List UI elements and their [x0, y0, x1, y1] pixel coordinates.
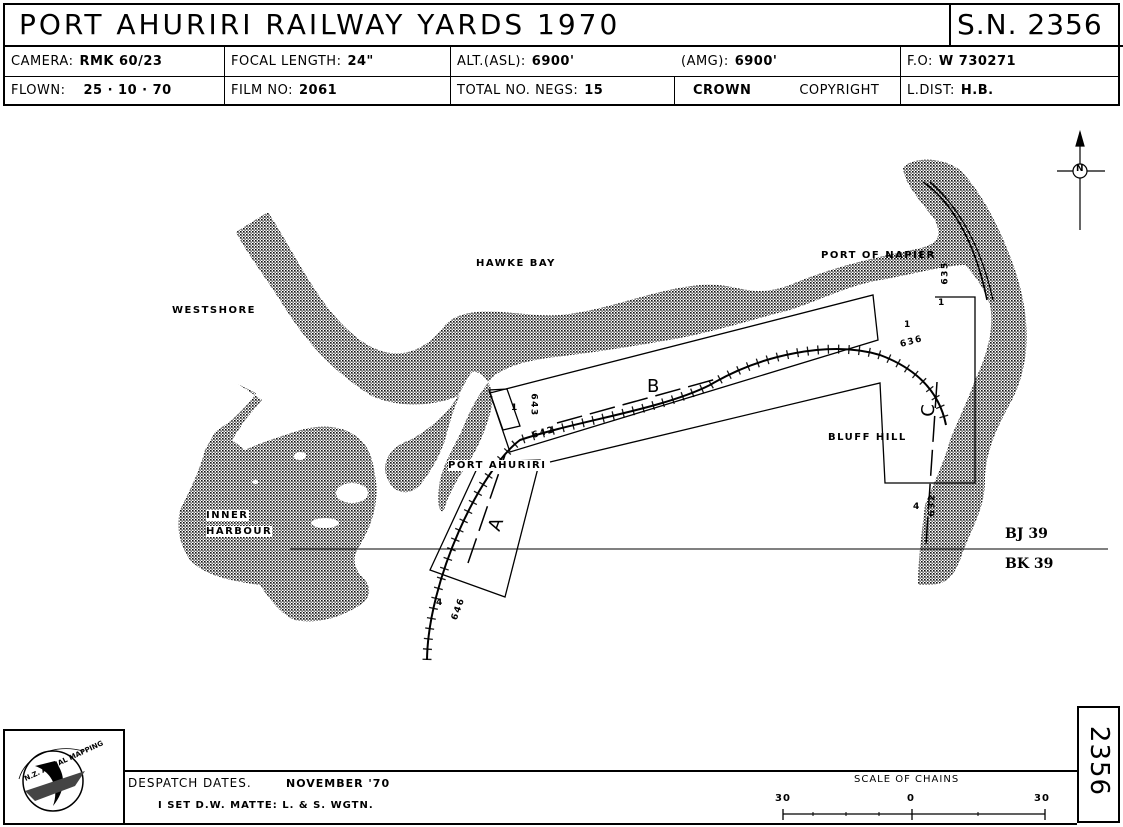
camera-value: RMK 60/23 — [79, 54, 163, 69]
port-of-napier-label: PORT OF NAPIER — [821, 250, 936, 261]
ldist-value: H.B. — [960, 83, 994, 98]
breakwater — [922, 181, 988, 301]
strip-label-c: C — [917, 404, 939, 417]
copyright-label: COPYRIGHT — [799, 83, 880, 98]
alt-amg-cell: (AMG): 6900' — [675, 47, 901, 77]
set-line: I SET D.W. MATTE: L. & S. WGTN. — [158, 800, 374, 811]
header-box: PORT AHURIRI RAILWAY YARDS 1970 S.N. 235… — [3, 3, 1123, 106]
north-letter: N — [1076, 164, 1084, 174]
coastline-band — [236, 159, 1027, 585]
westshore-label: WESTSHORE — [172, 305, 256, 316]
fo-label: F.O: — [907, 54, 933, 69]
railway-line — [422, 344, 951, 661]
crown-label: CROWN — [693, 83, 752, 98]
footer-rule — [124, 770, 1077, 772]
bluff-hill-label: BLUFF HILL — [828, 432, 907, 443]
focal-label: FOCAL LENGTH: — [231, 54, 342, 69]
map-title: PORT AHURIRI RAILWAY YARDS 1970 — [5, 5, 951, 47]
scale-right-label: 30 — [1034, 793, 1050, 804]
photo-number-635: 635 — [940, 261, 951, 285]
island-3 — [294, 452, 306, 460]
alt-asl-label: ALT.(ASL): — [457, 54, 526, 69]
inner-harbour-label-1: INNER — [206, 510, 249, 521]
copyright-cell: CROWN COPYRIGHT — [675, 77, 901, 104]
negs-cell: TOTAL NO. NEGS: 15 — [451, 77, 675, 104]
footer-bottom-rule — [124, 823, 1077, 825]
flown-label: FLOWN: — [11, 83, 66, 98]
scale-bar — [782, 809, 1046, 820]
despatch-label: DESPATCH DATES. — [128, 776, 252, 790]
scale-left-label: 30 — [775, 793, 791, 804]
side-number: 2356 — [1084, 725, 1114, 797]
camera-label: CAMERA: — [11, 54, 74, 69]
alt-asl-cell: ALT.(ASL): 6900' — [451, 47, 675, 77]
focal-value: 24" — [347, 54, 374, 69]
photo-number-643: 643 — [528, 393, 539, 417]
film-label: FILM NO: — [231, 83, 294, 98]
side-number-box: 2356 — [1077, 706, 1120, 823]
flight-strips — [467, 377, 938, 564]
alt-asl-value: 6900' — [531, 54, 575, 69]
grid-label-bj: BJ 39 — [1005, 526, 1048, 542]
alt-amg-value: 6900' — [734, 54, 778, 69]
run-mark-5: 4 — [913, 502, 921, 512]
logo-box: N.Z. AERIAL MAPPING — [3, 729, 125, 825]
scale-mid-label: 0 — [907, 793, 915, 804]
island-4 — [252, 480, 258, 484]
negs-label: TOTAL NO. NEGS: — [457, 83, 579, 98]
north-arrow — [1057, 129, 1105, 230]
scale-title: SCALE OF CHAINS — [854, 774, 960, 785]
inner-harbour-label-2: HARBOUR — [206, 526, 273, 537]
run-mark-1: 1 — [511, 403, 519, 413]
grid-label-bk: BK 39 — [1005, 556, 1054, 572]
island-1 — [336, 483, 368, 503]
film-value: 2061 — [299, 83, 338, 98]
film-cell: FILM NO: 2061 — [225, 77, 451, 104]
flown-cell: FLOWN: 25 · 10 · 70 — [5, 77, 225, 104]
port-ahuriri-label: PORT AHURIRI — [448, 460, 547, 471]
despatch-value: NOVEMBER '70 — [286, 777, 391, 790]
hawke-bay-label: HAWKE BAY — [476, 258, 556, 269]
ldist-label: L.DIST: — [907, 83, 955, 98]
alt-amg-label: (AMG): — [681, 54, 729, 69]
run-mark-4: 4 — [436, 598, 444, 608]
sheet-number: S.N. 2356 — [951, 5, 1123, 47]
inner-harbour — [178, 384, 377, 622]
ldist-cell: L.DIST: H.B. — [901, 77, 1118, 104]
photo-number-632: 632 — [927, 493, 938, 517]
run-mark-3: 1 — [938, 298, 946, 308]
island-2 — [311, 518, 339, 528]
fo-value: W 730271 — [938, 54, 1017, 69]
nz-aerial-mapping-logo: N.Z. AERIAL MAPPING — [18, 739, 105, 812]
negs-value: 15 — [584, 83, 604, 98]
camera-cell: CAMERA: RMK 60/23 — [5, 47, 225, 77]
focal-cell: FOCAL LENGTH: 24" — [225, 47, 451, 77]
logo-text: N.Z. AERIAL MAPPING — [23, 739, 105, 783]
strip-label-b: B — [647, 376, 660, 397]
run-mark-2: 1 — [904, 320, 912, 330]
fo-cell: F.O: W 730271 — [901, 47, 1118, 77]
flown-value: 25 · 10 · 70 — [83, 83, 172, 98]
